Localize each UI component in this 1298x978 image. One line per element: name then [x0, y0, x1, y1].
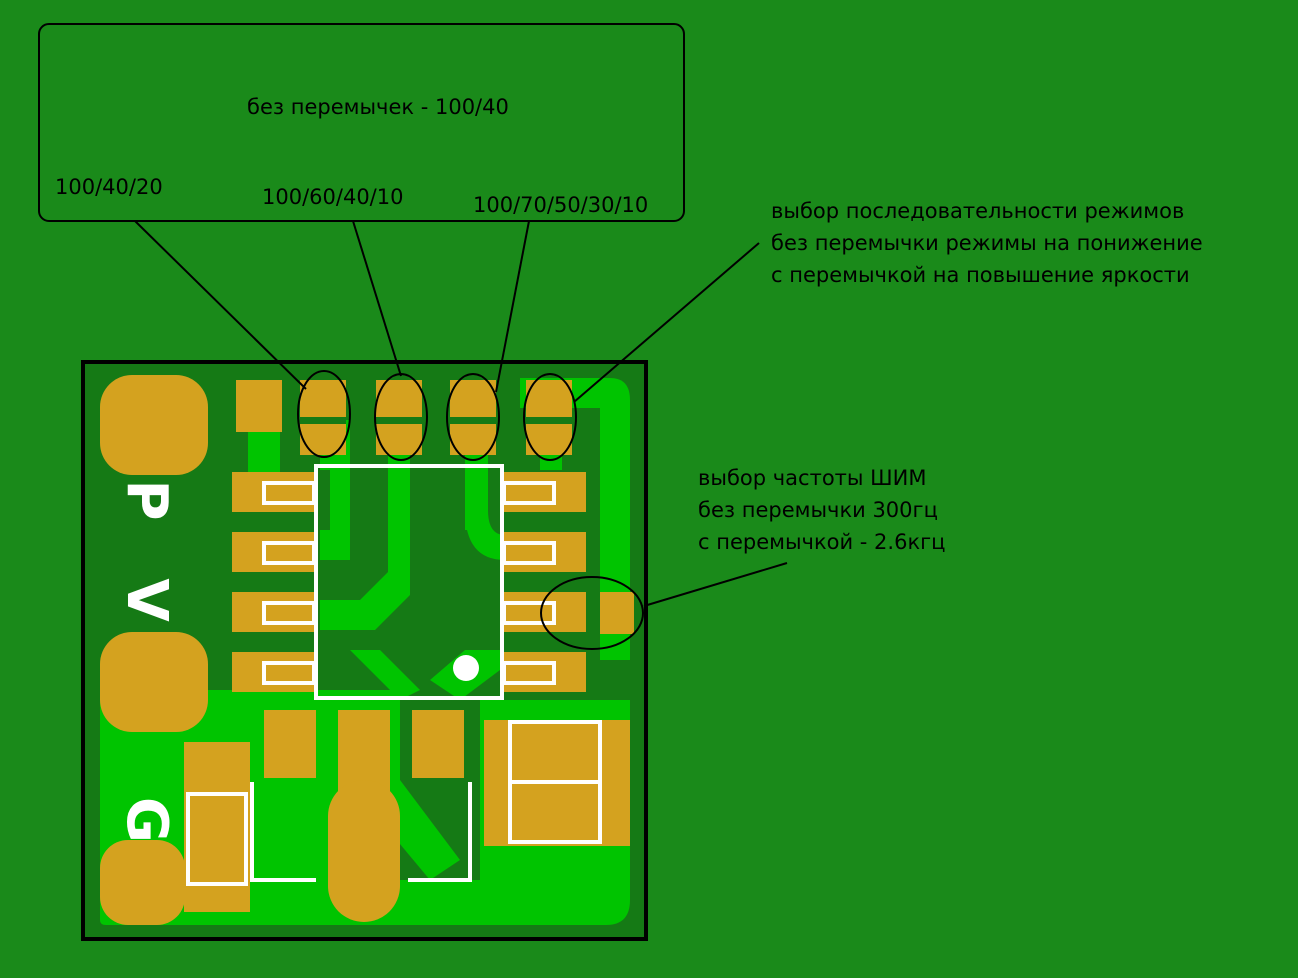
callout-box: [38, 23, 685, 222]
sequence-note-line: без перемычки режимы на понижение: [771, 231, 1203, 255]
option-label-1: 100/40/20: [55, 175, 163, 199]
jumper-ellipses: [297, 370, 644, 650]
sequence-note: выбор последовательности режимов без пер…: [771, 195, 1203, 291]
pwm-note-line: с перемычкой - 2.6кгц: [698, 530, 946, 554]
board-label-v: V: [114, 578, 179, 622]
pwm-note-line: выбор частоты ШИМ: [698, 466, 927, 490]
option-label-3: 100/70/50/30/10: [473, 193, 649, 217]
option-label-2: 100/60/40/10: [262, 185, 404, 209]
board-label-p: P: [114, 479, 179, 520]
silkscreen: [186, 464, 602, 886]
pin1-marker: [453, 655, 479, 681]
leader-lines: [134, 220, 788, 607]
sequence-note-line: выбор последовательности режимов: [771, 199, 1185, 223]
sequence-note-line: с перемычкой на повышение яркости: [771, 263, 1190, 287]
board-label-g: G: [114, 797, 179, 843]
jumper-gaps: [300, 417, 572, 424]
pwm-note-line: без перемычки 300гц: [698, 498, 938, 522]
default-mode-label: без перемычек - 100/40: [247, 95, 509, 119]
pwm-note: выбор частоты ШИМ без перемычки 300гц с …: [698, 462, 945, 558]
